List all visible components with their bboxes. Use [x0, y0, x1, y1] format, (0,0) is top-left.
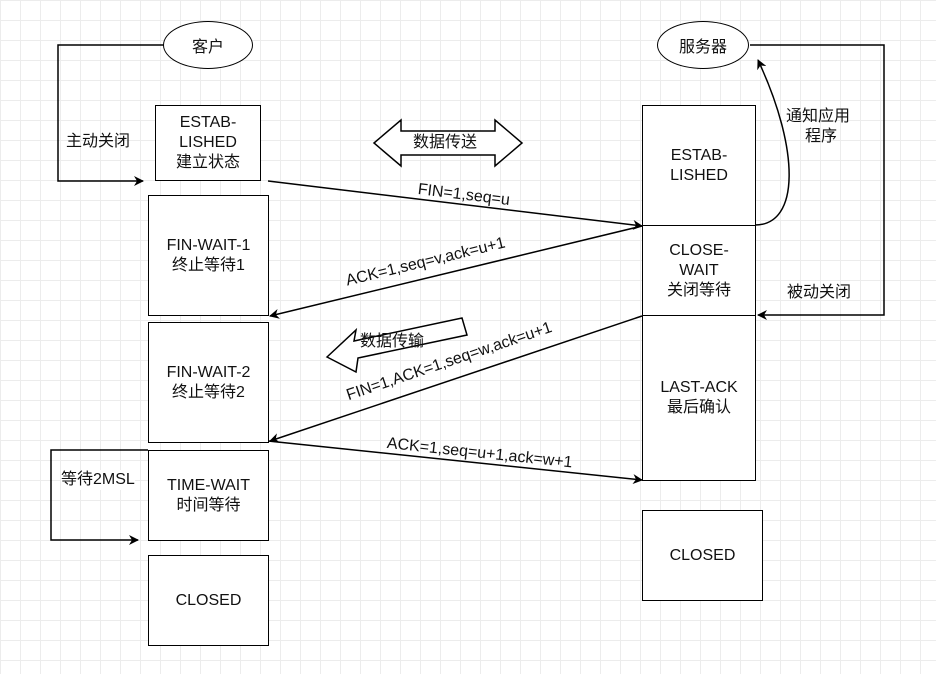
- client-state-established: ESTAB- LISHED 建立状态: [155, 105, 261, 181]
- fin2-arrow: [269, 315, 643, 443]
- server-state-closed: CLOSED: [642, 510, 763, 601]
- data-transmission-label: 数据传输: [360, 333, 425, 350]
- server-actor: 服务器: [657, 21, 749, 69]
- wait-2msl-label: 等待2MSL: [61, 470, 135, 490]
- server-state-last-ack: LAST-ACK 最后确认: [642, 315, 756, 481]
- wait-2msl-connector: [50, 449, 148, 545]
- fin-wait-1-line1: FIN-WAIT-1: [166, 236, 251, 254]
- client-actor: 客户: [163, 21, 253, 69]
- close-wait-line1: CLOSE-: [669, 241, 729, 259]
- time-wait-line1: TIME-WAIT: [167, 476, 250, 494]
- close-wait-line2: WAIT: [679, 261, 719, 279]
- server-state-close-wait: CLOSE- WAIT 关闭等待: [642, 225, 756, 316]
- client-state-closed: CLOSED: [148, 555, 269, 646]
- notify-app-label-line1: 通知应用: [786, 108, 851, 125]
- ack2-arrow: [267, 440, 643, 485]
- client-state-fin-wait-1: FIN-WAIT-1 终止等待1: [148, 195, 269, 316]
- active-close-label: 主动关闭: [66, 133, 131, 150]
- client-state-fin-wait-2: FIN-WAIT-2 终止等待2: [148, 322, 269, 443]
- last-ack-line2: 最后确认: [666, 399, 731, 416]
- ack1-arrow: [269, 225, 643, 319]
- notify-app-label-line2: 程序: [805, 128, 838, 145]
- fin1-arrow: [267, 180, 643, 230]
- last-ack-line1: LAST-ACK: [660, 379, 738, 396]
- server-state-established: ESTAB- LISHED: [642, 105, 756, 226]
- fin-wait-2-line1: FIN-WAIT-2: [166, 363, 251, 381]
- server-actor-label: 服务器: [678, 39, 727, 56]
- data-transmission-arrow-icon: [325, 317, 468, 374]
- server-established-line2: LISHED: [670, 166, 728, 184]
- server-established-line1: ESTAB-: [670, 146, 728, 164]
- data-transfer-label: 数据传送: [413, 134, 478, 151]
- fin-wait-1-line2: 终止等待1: [172, 256, 245, 274]
- data-transfer-double-arrow-icon: [372, 118, 524, 168]
- client-state-time-wait: TIME-WAIT 时间等待: [148, 450, 269, 541]
- passive-close-connector: [750, 44, 885, 320]
- time-wait-line2: 时间等待: [176, 496, 241, 514]
- server-closed-label: CLOSED: [669, 546, 736, 564]
- notify-app-connector: [754, 59, 790, 226]
- client-actor-label: 客户: [191, 39, 224, 56]
- close-wait-line3: 关闭等待: [666, 281, 731, 299]
- fin-wait-2-line2: 终止等待2: [172, 383, 245, 401]
- client-closed-label: CLOSED: [175, 591, 242, 609]
- passive-close-label: 被动关闭: [787, 284, 852, 301]
- client-established-line3: 建立状态: [175, 154, 240, 171]
- client-established-line1: ESTAB-: [179, 114, 237, 131]
- active-close-connector: [57, 44, 164, 186]
- client-established-line2: LISHED: [179, 134, 237, 151]
